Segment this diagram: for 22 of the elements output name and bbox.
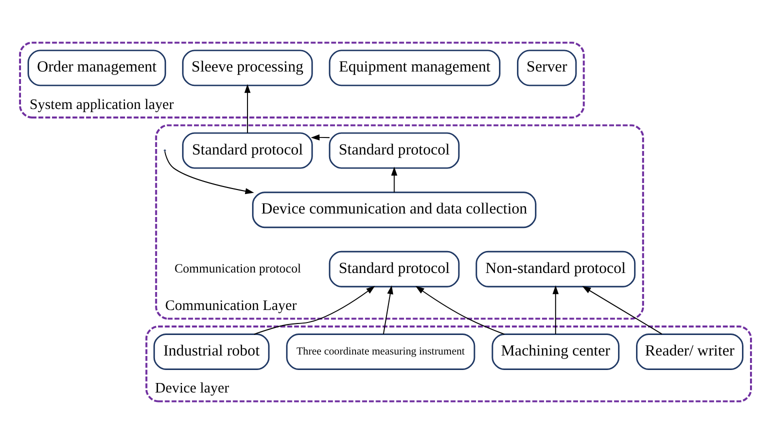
node-box: Standard protocol [182,132,313,169]
label: Communication protocol [174,261,302,276]
node-box: Sleeve processing [182,50,313,86]
arrow [552,285,559,335]
arrow [310,134,330,140]
node-box: Reader/ writer [636,334,744,370]
node-box: Server [516,50,577,86]
arrow [164,151,254,194]
arrow [391,166,398,193]
node-box: Machining center [492,334,620,370]
node-box: Device communication and data collection [252,192,536,228]
node-box: Three coordinate measuring instrument [286,334,476,370]
node-box: Non-standard protocol [476,250,636,288]
arrow [416,286,505,335]
node-box: Standard protocol [328,250,460,288]
arrow [244,84,251,134]
arrow [382,285,394,335]
node-box: Equipment management [328,50,500,86]
arrow [582,286,662,335]
node-box: Standard protocol [328,132,460,169]
node-box: Order management [28,50,166,86]
node-box: Industrial robot [153,334,270,370]
